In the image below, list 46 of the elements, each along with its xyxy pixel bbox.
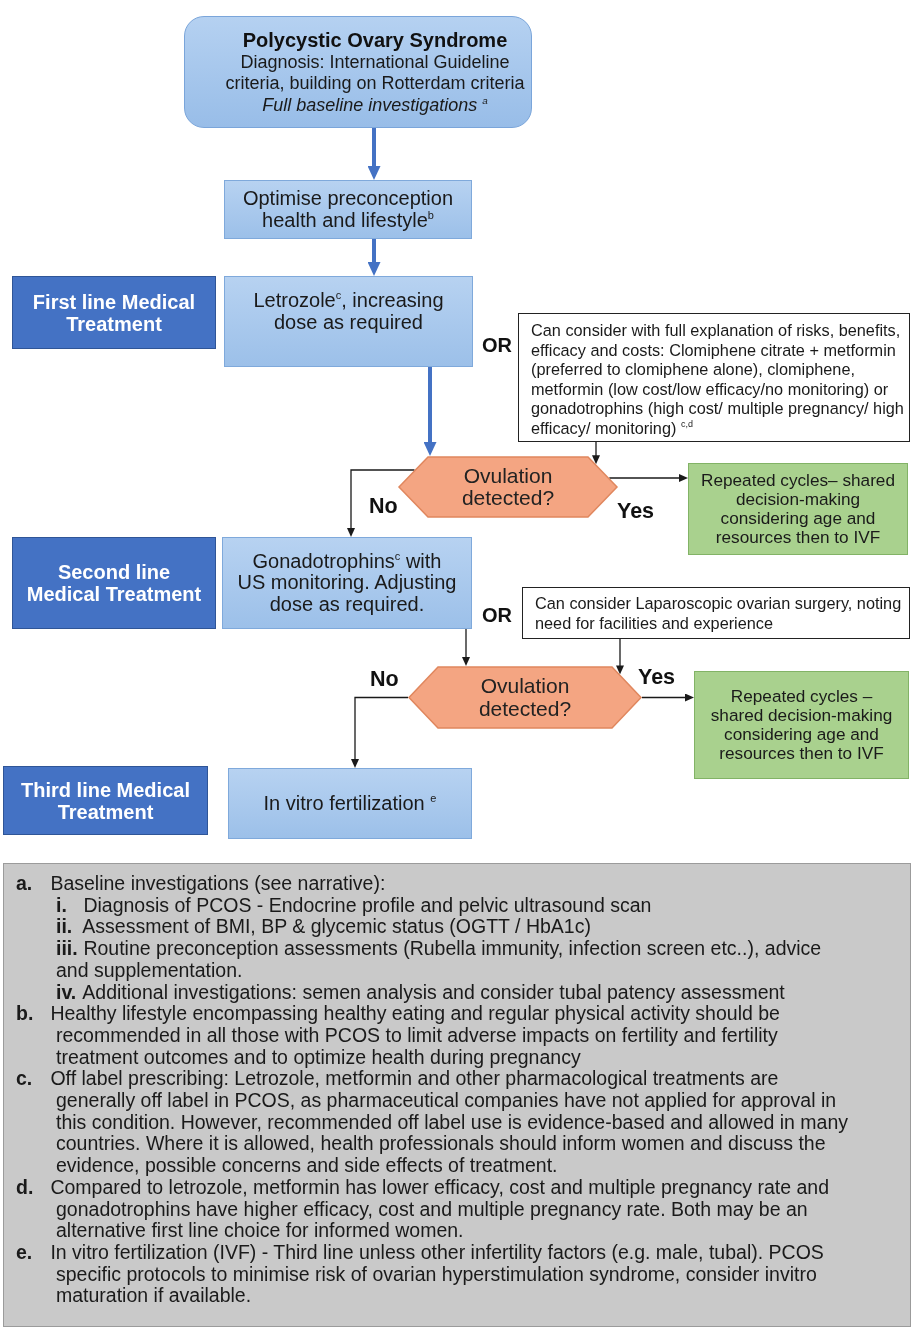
- footnote-text: iii. Routine preconception assessments (Rubella immunity, infection screen etc..), advice and supplementation.: [55, 938, 823, 982]
- arrow: [462, 628, 470, 666]
- arrow: [351, 696, 409, 768]
- process-box: [222, 537, 472, 629]
- step-text: Letrozole$^{c}$, increasing dose as required: [252, 290, 445, 333]
- arrow: [592, 441, 600, 465]
- note-text: Can consider with full explanation of risks, benefits, efficacy and costs: Clomiphene citrate + metformin (preferred to clomiphene alone), clomiphene, metformin (low cost/low efficacy/no monitoring) or gonadotrophins (high cost/ multiple pregnancy/ high efficacy/ monitoring) $^{c,d}$: [531, 321, 905, 438]
- footnote-text: e. In vitro fertilization (IVF) - Third line unless other infertility factors (e.g. male, tubal). PCOS specific protocols to minimise risk of ovarian hyperstimulation syndrome, consider invitro maturation if available.: [15, 1241, 825, 1308]
- arrow: [347, 469, 416, 537]
- syndrome-title: Polycystic Ovary Syndrome: [242, 30, 508, 52]
- outcome-box: [688, 463, 908, 555]
- outcome-text: Repeated cycles– shared decision-making considering age and resources then to IVF: [700, 471, 896, 547]
- diagnosis-text: Diagnosis: International Guideline criteria, building on Rotterdam criteria: [224, 51, 526, 95]
- footnote-panel: [3, 863, 911, 1327]
- footnote-text: c. Off label prescribing: Letrozole, metformin and other pharmacological treatments are generally off label in PCOS, as pharmaceutical companies have not applied for approval in this condition. However, recommended off label use is evidence-based and allowed in many countries. Where it is allowed, health professionals should inform women and discuss the evidence, possible concerns and side effects of treatment.: [15, 1068, 850, 1177]
- footnote-text: d. Compared to letrozole, metformin has lower efficacy, cost and multiple pregnancy rate and gonadotrophins have higher efficacy, cost and multiple pregnancy rate. Both may be an alternative first line choice for informed women.: [15, 1176, 830, 1242]
- arrow: [367, 239, 381, 276]
- note-box: [522, 587, 910, 639]
- decision-hexagon: [398, 456, 618, 518]
- or-label: OR: [482, 604, 512, 626]
- or-label: OR: [482, 334, 512, 356]
- treatment-line-label: First line Medical Treatment: [31, 290, 197, 335]
- arrow: [423, 367, 437, 456]
- footnote-text: a. Baseline investigations (see narrative):: [15, 873, 387, 895]
- footnote-text: iv. Additional investigations: semen analysis and consider tubal patency assessment: [55, 981, 786, 1004]
- arrow: [367, 128, 381, 180]
- footnote-text: i. Diagnosis of PCOS - Endocrine profile and pelvic ultrasound scan: [55, 894, 653, 917]
- treatment-line-label: Second line Medical Treatment: [25, 561, 203, 605]
- arrow: [608, 474, 688, 482]
- step-text: Gonadotrophins$^{c}$ with US monitoring. Adjusting dose as required.: [237, 550, 457, 616]
- process-box: [224, 180, 472, 239]
- treatment-line-label: Third line Medical Treatment: [20, 778, 191, 823]
- step-text: Optimise preconception health and lifestyle$^{b}$: [241, 188, 455, 231]
- decision-question: Ovulation detected?: [460, 464, 556, 510]
- investigations-text: Full baseline investigations $^{a}$: [262, 94, 488, 116]
- process-box: [224, 276, 473, 367]
- process-box: [228, 768, 472, 839]
- arrow: [641, 693, 694, 702]
- outcome-box: [694, 671, 909, 779]
- start-box: [184, 16, 532, 128]
- note-text: Can consider Laparoscopic ovarian surgery, noting need for facilities and experience: [535, 594, 903, 633]
- outcome-text: Repeated cycles – shared decision-making considering age and resources then to IVF: [709, 687, 894, 763]
- decision-question: Ovulation detected?: [477, 675, 573, 720]
- arrow: [616, 638, 624, 675]
- footnote-text: ii. Assessment of BMI, BP & glycemic status (OGTT / HbA1c): [55, 916, 592, 939]
- step-text: In vitro fertilization $^{e}$: [263, 792, 437, 815]
